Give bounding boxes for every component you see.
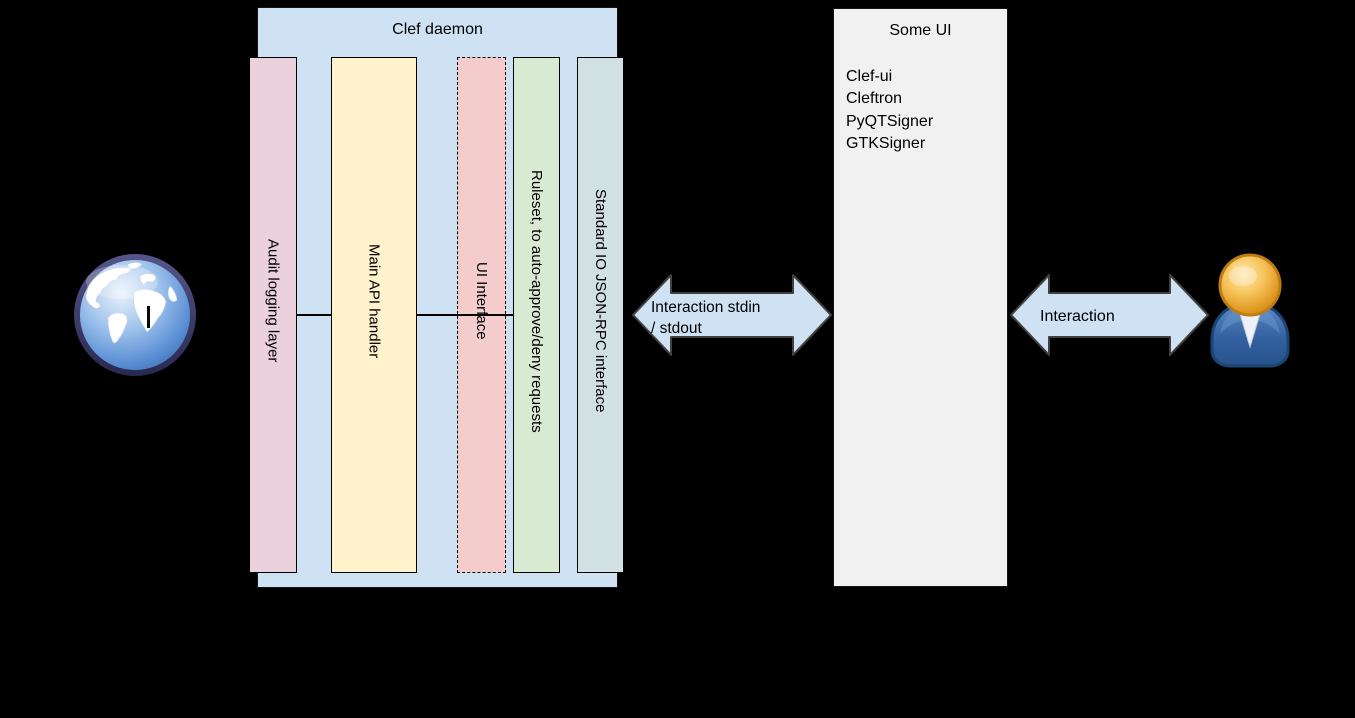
clef-daemon-container: [257, 7, 618, 588]
clef-daemon-title: Clef daemon: [392, 21, 483, 38]
ui-list-item-pyqtsigner: PyQTSigner: [846, 112, 934, 130]
some-ui-list: Clef-ui Cleftron PyQTSigner GTKSigner: [834, 66, 1007, 156]
layer-audit-logging-label: Audit logging layer: [264, 239, 282, 363]
layer-stdio-jsonrpc: Standard IO JSON-RPC interface: [577, 57, 624, 573]
arrow-stdin-stdout-label-line2: / stdout: [651, 320, 702, 337]
arrow-stdin-stdout-label: Interaction stdin / stdout: [651, 297, 760, 339]
connector-line-api-ruleset: [417, 314, 513, 316]
ui-list-item-gtksigner: GTKSigner: [846, 135, 926, 153]
arrow-interaction-label: Interaction: [1040, 308, 1115, 325]
layer-ruleset: Ruleset, to auto-approve/deny requests: [513, 57, 560, 573]
layer-ruleset-label: Ruleset, to auto-approve/deny requests: [528, 169, 545, 433]
layer-main-api-handler-label: Main API handler: [365, 243, 383, 359]
ui-list-item-clef-ui: Clef-ui: [846, 68, 893, 85]
double-arrow-stdin-stdout: [632, 274, 832, 356]
globe-connector-tick: [147, 306, 150, 328]
layer-stdio-jsonrpc-label: Standard IO JSON-RPC interface: [592, 189, 609, 413]
ui-list-item-cleftron: Cleftron: [846, 90, 903, 108]
connector-line-audit-api: [297, 314, 331, 316]
layer-ui-interface-label: UI Interface: [473, 262, 490, 340]
layer-main-api-handler: Main API handler: [331, 57, 417, 573]
some-ui-container: Some UI Clef-ui Cleftron PyQTSigner GTKS…: [833, 8, 1008, 587]
some-ui-title: Some UI: [889, 22, 952, 39]
double-arrow-interaction: [1010, 274, 1209, 356]
arrow-stdin-stdout-label-line1: Interaction stdin: [651, 299, 761, 316]
layer-audit-logging: Audit logging layer: [249, 57, 297, 573]
globe-icon: [74, 254, 196, 376]
user-icon: [1210, 253, 1290, 368]
